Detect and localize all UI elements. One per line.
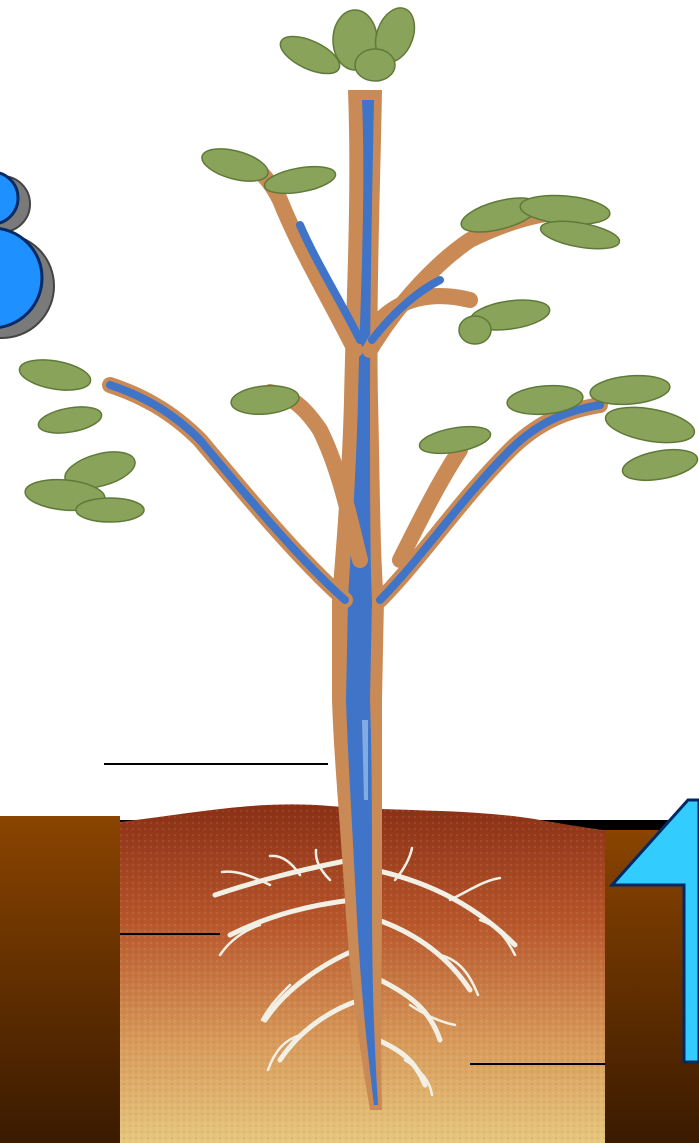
left-panel (0, 816, 120, 1143)
label-text (104, 738, 214, 752)
